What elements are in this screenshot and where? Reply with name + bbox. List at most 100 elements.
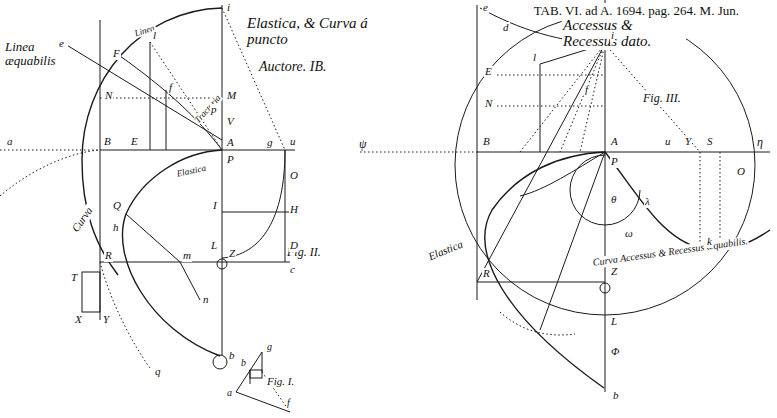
point-letter: P: [610, 156, 619, 168]
point-letter: q: [154, 366, 162, 378]
ordinate-line: [150, 42, 151, 150]
point-letter: η: [756, 136, 764, 149]
point-letter: I: [212, 200, 218, 212]
small-arc: [570, 155, 640, 225]
dotted-ray: [560, 44, 605, 152]
small-rectangle: [82, 272, 100, 312]
quarter-curve: [222, 150, 285, 258]
axis-line: [605, 0, 606, 392]
dotted-curve: [0, 150, 100, 196]
point-letter: g: [266, 137, 274, 149]
point-letter: h: [112, 222, 120, 234]
curva-arc: [82, 8, 222, 275]
elastica-curve: [122, 150, 222, 356]
dotted-line: [720, 152, 721, 250]
dotted-line: [497, 75, 605, 76]
point-letter: Φ: [610, 346, 620, 358]
point-letter: m: [182, 250, 192, 262]
point-letter: i: [226, 2, 231, 14]
point-letter: S: [706, 136, 714, 148]
point-letter: V: [226, 116, 235, 128]
point-letter: a: [226, 388, 233, 399]
small-figure-line: [236, 352, 262, 392]
figure-caption: Elastica: [175, 164, 208, 180]
ray-line: [477, 44, 605, 282]
horizontal-line: [100, 262, 290, 263]
point-letter: Z: [228, 248, 236, 260]
point-letter: R: [104, 250, 113, 262]
accessus-curve: [605, 152, 770, 250]
point-letter: b: [240, 358, 247, 369]
accessus-curve: [520, 152, 605, 196]
small-figure-line: [236, 392, 290, 412]
point-letter: i: [610, 30, 615, 42]
point-letter: λ: [644, 196, 651, 208]
dotted-curve: [100, 262, 150, 368]
point-letter: L: [210, 240, 218, 252]
axis-line: [477, 152, 770, 153]
point-letter: L: [610, 316, 618, 328]
axis-line: [100, 150, 295, 151]
figure-caption: Curva Accessus & Recessus æquabilis.: [591, 236, 749, 268]
point-letter: Y: [102, 314, 110, 326]
point-letter: b: [612, 390, 620, 402]
elastica-curve: [485, 152, 605, 388]
point-letter: e: [482, 2, 489, 14]
point-letter: B: [482, 136, 491, 148]
point-letter: H: [289, 204, 299, 216]
point-letter: A: [226, 137, 235, 149]
ray-line: [540, 152, 605, 330]
figure-caption: Tractoria: [192, 93, 223, 126]
vertical-line: [477, 5, 478, 300]
plate-title: TAB. VI. ad A. 1694. pag. 264. M. Jun.: [532, 3, 741, 19]
figure-caption: Elastica: [426, 238, 466, 263]
point-letter: E: [484, 66, 493, 78]
point-letter: l: [152, 30, 157, 42]
point-letter: c: [289, 264, 296, 276]
axis-line: [222, 5, 223, 355]
point-letter: u: [664, 136, 672, 148]
point-letter: l: [532, 52, 537, 64]
point-letter: b: [228, 350, 236, 362]
figure-caption: Fig. I.: [266, 376, 295, 388]
point-letter: d: [502, 22, 510, 34]
small-figure-line: [262, 352, 263, 372]
dotted-ray: [520, 44, 605, 152]
point-letter: p: [210, 104, 218, 116]
point-letter: D: [289, 240, 299, 252]
point-letter: E: [130, 136, 139, 148]
figure-caption: Fig. III.: [642, 92, 682, 105]
point-letter: P: [226, 154, 235, 166]
small-figure-square: [250, 370, 262, 378]
point-letter: a: [6, 136, 14, 148]
tangent-line: [180, 262, 200, 300]
figure-caption: Curva: [69, 204, 95, 235]
point-letter: u: [289, 136, 297, 148]
point-letter: g: [266, 342, 273, 353]
point-letter: F: [112, 48, 121, 60]
point-letter: Z: [610, 266, 618, 278]
point-letter: f: [584, 84, 589, 96]
ordinate-line: [166, 90, 167, 150]
point-letter: Q: [112, 200, 122, 212]
point-letter: k: [706, 236, 713, 248]
weight-circle: [213, 355, 227, 369]
point-letter: N: [104, 90, 113, 102]
tangent-line: [126, 214, 180, 262]
dotted-line: [360, 152, 477, 153]
dotted-ray: [580, 44, 605, 152]
point-letter: Y: [684, 136, 692, 148]
horizontal-line: [222, 212, 290, 213]
point-letter: f: [286, 398, 291, 409]
dotted-ray: [605, 44, 700, 152]
point-letter: ω: [624, 228, 634, 240]
point-letter: T: [70, 272, 78, 284]
point-letter: e: [58, 38, 65, 50]
point-letter: M: [226, 90, 237, 102]
point-letter: θ: [610, 194, 617, 206]
dotted-line: [100, 98, 222, 99]
dotted-line: [497, 106, 605, 107]
weight-circle: [217, 259, 227, 269]
point-letter: O: [289, 170, 299, 182]
ordinate-line: [540, 64, 541, 152]
